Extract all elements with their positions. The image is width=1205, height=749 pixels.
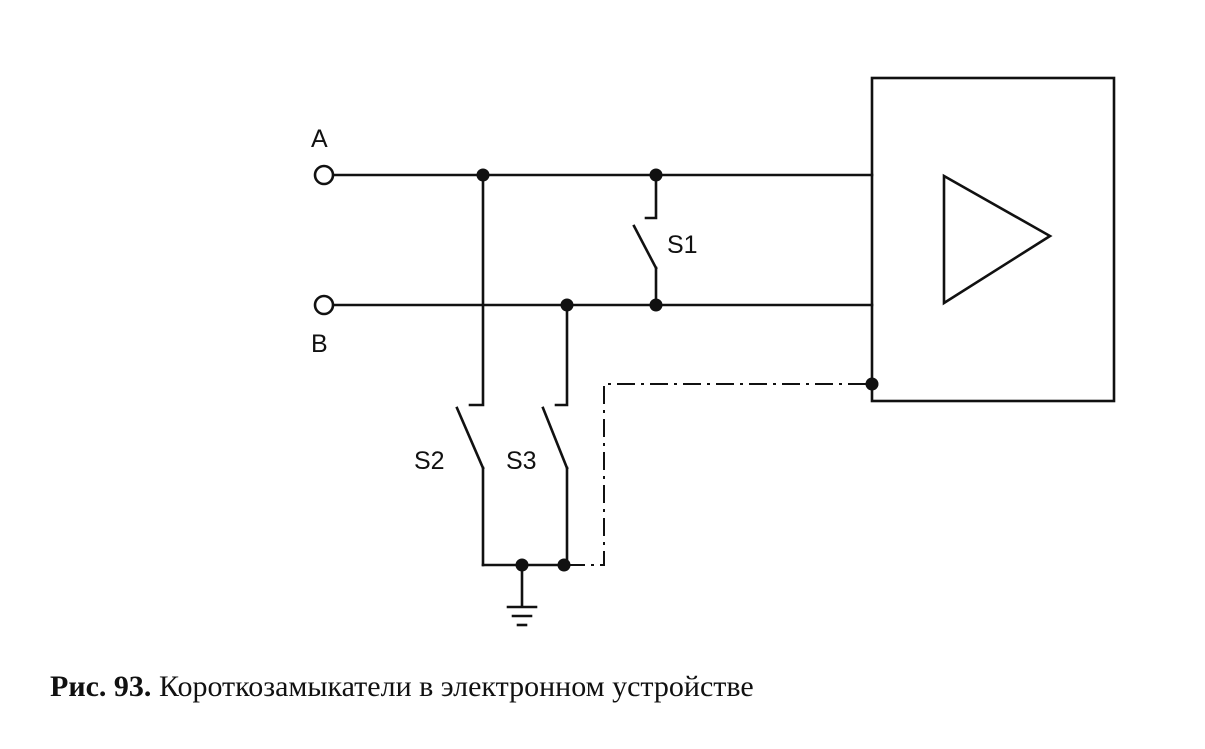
node <box>865 377 879 391</box>
switch-s1 <box>632 173 658 307</box>
figure-title: Короткозамыкатели в электронном устройст… <box>158 670 754 703</box>
label-switch-s3: S3 <box>506 447 537 475</box>
figure-number: Рис. 93. <box>50 670 152 703</box>
node <box>557 558 571 572</box>
label-terminal-b: B <box>311 330 328 358</box>
terminal-b <box>313 294 335 316</box>
label-terminal-a: A <box>311 125 328 153</box>
label-switch-s1: S1 <box>667 231 698 259</box>
control-line <box>567 383 872 566</box>
terminal-a <box>313 164 335 186</box>
label-switch-s2: S2 <box>414 447 445 475</box>
node <box>476 168 490 182</box>
device-block <box>870 76 1116 403</box>
switch-s2 <box>455 173 485 567</box>
node <box>515 558 529 572</box>
amplifier-triangle <box>942 173 1053 306</box>
node <box>649 168 663 182</box>
figure-caption: Рис. 93. Короткозамыкатели в электронном… <box>50 670 754 704</box>
node <box>649 298 663 312</box>
ground-icon <box>506 563 538 627</box>
node <box>560 298 574 312</box>
switch-s3 <box>541 303 569 567</box>
